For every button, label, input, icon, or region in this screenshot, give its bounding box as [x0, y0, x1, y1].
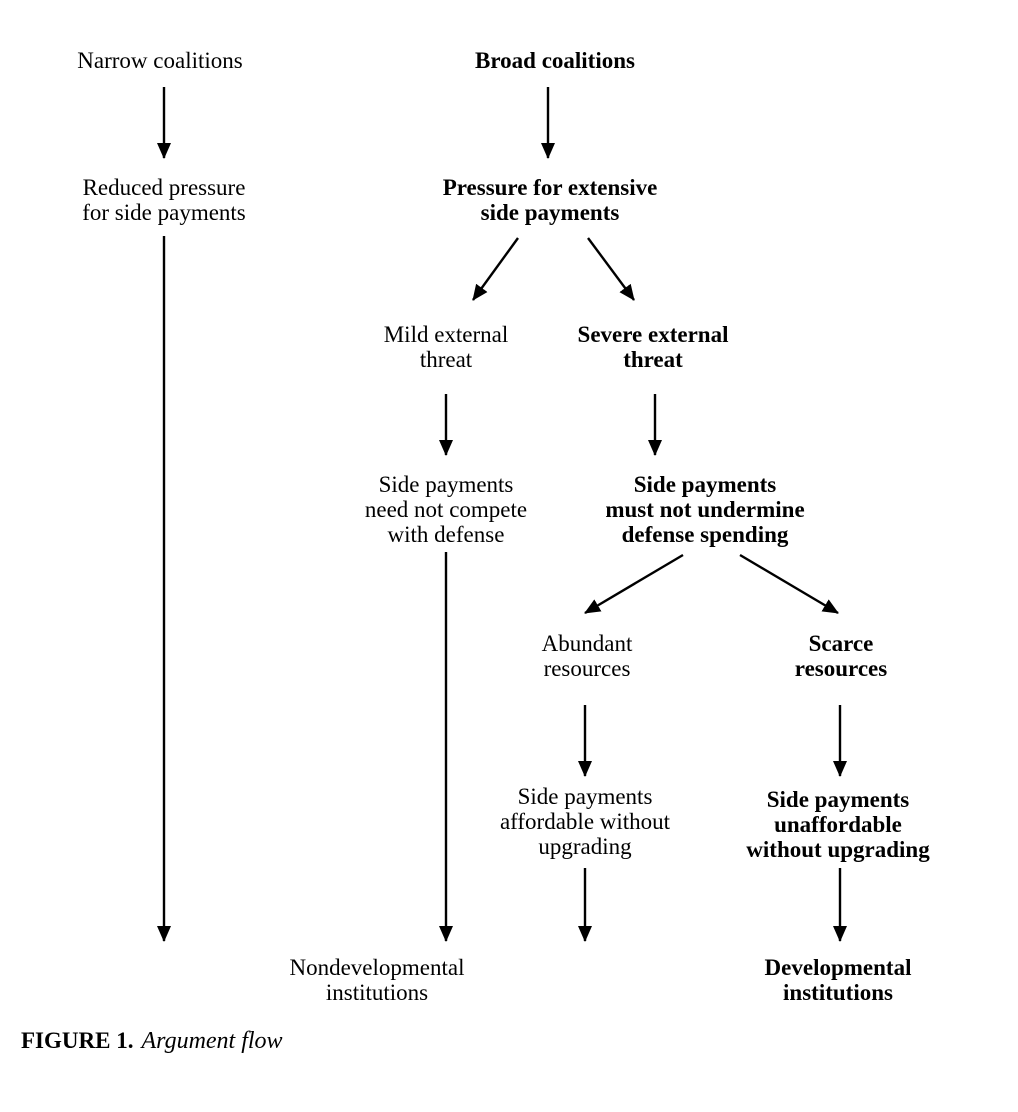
- arrow-must-not-to-abundant: [584, 553, 684, 615]
- node-label-line: without upgrading: [746, 837, 930, 862]
- node-label-line: upgrading: [538, 834, 632, 859]
- node-label-line: resources: [794, 656, 888, 681]
- node-label-line: defense spending: [621, 522, 789, 547]
- node-narrow-coalitions: Narrow coalitions: [77, 48, 242, 73]
- node-label-line: Mild external: [383, 322, 509, 347]
- caption-label: FIGURE 1.: [21, 1028, 134, 1053]
- node-label-line: Side payments: [633, 472, 777, 497]
- node-label-line: Side payments: [378, 472, 514, 497]
- node-label-line: institutions: [325, 980, 429, 1005]
- node-label-line: for side payments: [82, 200, 246, 225]
- node-label-line: Abundant: [541, 631, 633, 656]
- arrow-must-not-to-scarce: [739, 553, 839, 615]
- node-label-line: Broad coalitions: [475, 48, 635, 73]
- node-label-line: resources: [543, 656, 631, 681]
- node-label-line: Nondevelopmental: [289, 955, 465, 980]
- node-label-line: Scarce: [808, 631, 874, 656]
- node-broad-coalitions: Broad coalitions: [475, 48, 635, 73]
- node-label-line: unaffordable: [774, 812, 902, 837]
- node-label-line: affordable without: [499, 809, 671, 834]
- figure-caption: FIGURE 1. Argument flow: [21, 1028, 283, 1054]
- node-label-line: side payments: [480, 200, 620, 225]
- node-label-line: Narrow coalitions: [77, 48, 243, 73]
- node-label-line: must not undermine: [605, 497, 805, 522]
- arrow-pressure-to-mild: [472, 237, 519, 301]
- caption-title: Argument flow: [141, 1028, 283, 1054]
- node-label-line: Side payments: [517, 784, 653, 809]
- node-label-line: institutions: [783, 980, 893, 1005]
- node-label-line: Reduced pressure: [82, 175, 246, 200]
- node-label-line: Pressure for extensive: [442, 175, 658, 200]
- arrow-pressure-to-severe: [587, 237, 635, 301]
- node-label-line: need not compete: [364, 497, 528, 522]
- node-label-line: threat: [419, 347, 473, 372]
- node-label-line: with defense: [387, 522, 505, 547]
- node-label-line: threat: [623, 347, 683, 372]
- node-label-line: Side payments: [766, 787, 910, 812]
- node-label-line: Severe external: [577, 322, 729, 347]
- node-label-line: Developmental: [764, 955, 912, 980]
